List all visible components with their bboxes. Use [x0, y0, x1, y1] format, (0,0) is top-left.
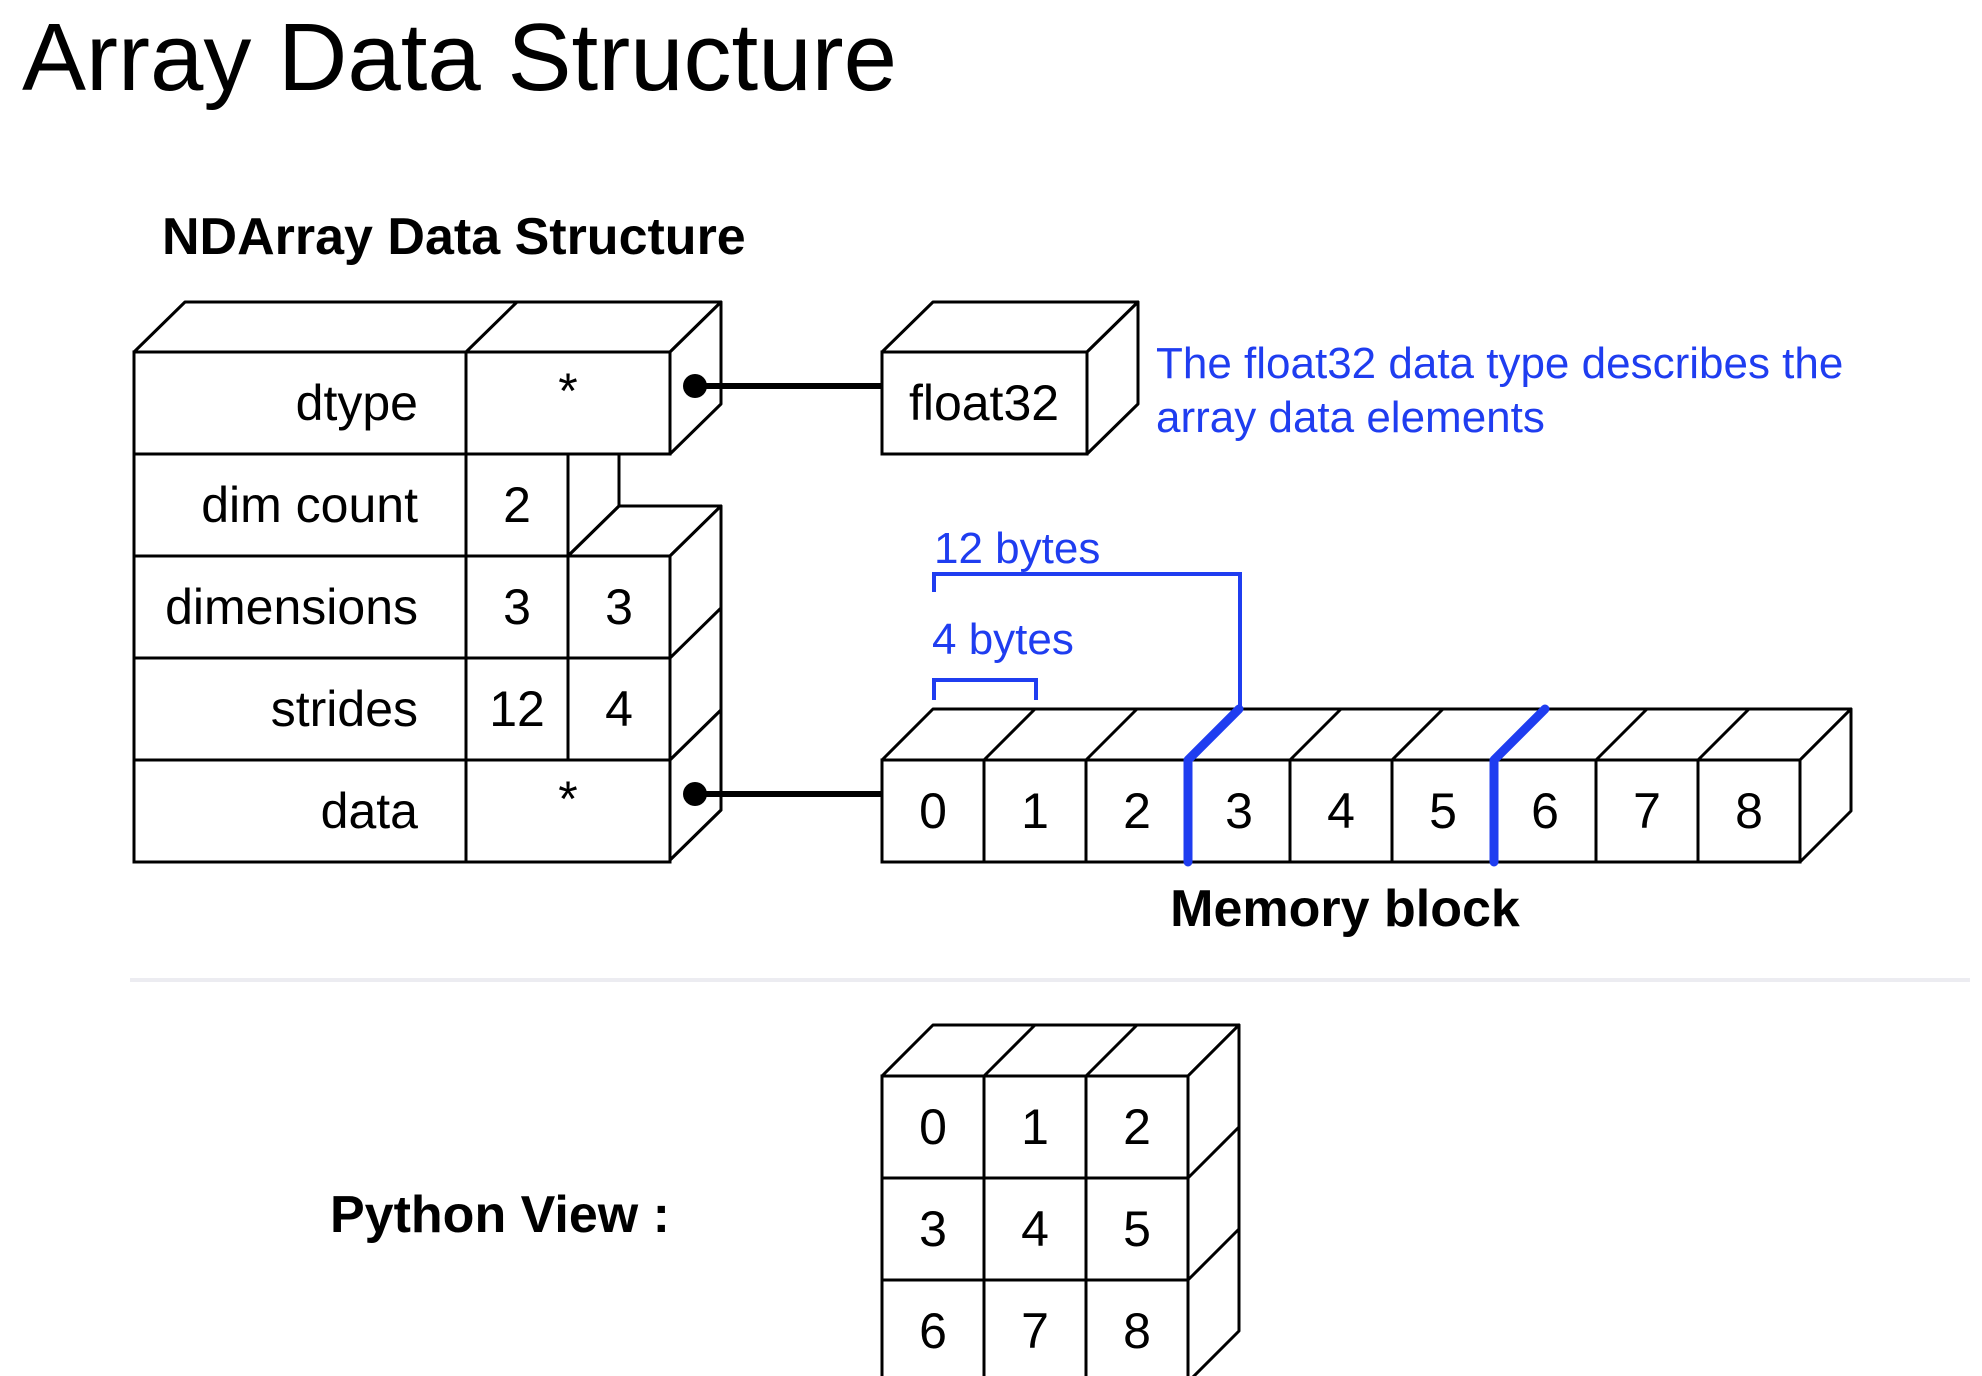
memory-block: 0 1 2 3 4 5 6 7 8: [880, 704, 1853, 867]
col-stride-bracket: [932, 678, 1038, 700]
python-grid-cell: [880, 1176, 986, 1282]
python-grid-cell-value: 4: [1021, 1201, 1049, 1257]
python-grid-cell-value: 2: [1123, 1099, 1151, 1155]
memory-top-edge: [1390, 707, 1445, 762]
python-grid-cell-value: 7: [1021, 1303, 1049, 1359]
memory-cell-value: 2: [1123, 783, 1151, 839]
row-strides-value-1: 4: [605, 681, 633, 737]
row-dimensions-label: dimensions: [165, 579, 418, 635]
memory-cell: [1084, 758, 1190, 864]
memory-cell: [1492, 758, 1598, 864]
memory-top-edge: [982, 707, 1037, 762]
memory-cell-value: 3: [1225, 783, 1253, 839]
row-dimensions-value-1: 3: [605, 579, 633, 635]
row-stride-label: 12 bytes: [934, 524, 1100, 573]
python-grid-cell-value: 3: [919, 1201, 947, 1257]
memory-cell: [1186, 758, 1292, 864]
python-grid-cell-value: 0: [919, 1099, 947, 1155]
python-grid-cell-value: 5: [1123, 1201, 1151, 1257]
python-grid-cell: [1084, 1278, 1190, 1376]
ndarray-heading: NDArray Data Structure: [162, 208, 746, 266]
row-strides-value-cell-0: [464, 656, 570, 762]
row-strides-label: strides: [271, 681, 418, 737]
python-grid-top-edge: [1084, 1023, 1139, 1078]
row-stride-bracket: [932, 572, 1242, 708]
memory-cell-value: 7: [1633, 783, 1661, 839]
ndarray-table: dtype dim count dimensions strides data …: [132, 300, 723, 864]
row-data-label: data: [321, 783, 419, 839]
memory-cell-value: 5: [1429, 783, 1457, 839]
row-dimensions-value-0: 3: [503, 579, 531, 635]
dtype-connector-dot: [683, 374, 707, 398]
dtype-note-line2: array data elements: [1156, 393, 1545, 442]
row-strides-value-cell-1: [566, 656, 672, 762]
row-dimcount-value: 2: [503, 477, 531, 533]
data-connector-dot: [683, 782, 707, 806]
row-dimcount-label: dim count: [201, 477, 418, 533]
python-grid-side-edge: [1186, 1227, 1241, 1282]
memory-block-caption: Memory block: [1170, 880, 1520, 938]
memory-cell: [1594, 758, 1700, 864]
memory-top-edge: [1594, 707, 1649, 762]
python-grid-cell: [982, 1176, 1088, 1282]
row-dimcount-value-cell: [464, 452, 570, 558]
memory-cell-value: 6: [1531, 783, 1559, 839]
python-grid-cell-value: 8: [1123, 1303, 1151, 1359]
row-data-label-cell: [132, 758, 468, 864]
row-dtype-pointer: *: [558, 363, 577, 419]
python-grid-top-edge: [982, 1023, 1037, 1078]
memory-cell: [1390, 758, 1496, 864]
python-view-grid: 0 1 2 3 4 5 6 7 8: [880, 1023, 1241, 1376]
row-dtype-value-cell: [464, 350, 672, 456]
row-dtype-label: dtype: [296, 375, 418, 431]
row-strides-value-0: 12: [489, 681, 545, 737]
python-grid-cell-value: 1: [1021, 1099, 1049, 1155]
memory-cell: [1696, 758, 1802, 864]
page-title: Array Data Structure: [22, 4, 897, 111]
row-dtype-label-cell: [132, 350, 468, 456]
memory-cell-value: 0: [919, 783, 947, 839]
python-grid-side-face: [1186, 1023, 1241, 1376]
ndarray-top-face: [132, 300, 723, 354]
memory-top-edge: [1696, 707, 1751, 762]
python-grid-cell-value: 6: [919, 1303, 947, 1359]
row-dimensions-value-cell-1: [566, 554, 672, 660]
python-view-label: Python View :: [330, 1186, 670, 1244]
python-grid-side-edge: [1186, 1125, 1241, 1180]
python-grid-top-face: [880, 1023, 1241, 1078]
memory-cell-value: 1: [1021, 783, 1049, 839]
python-grid-cell: [982, 1278, 1088, 1376]
dtype-note-line1: The float32 data type describes the: [1156, 339, 1843, 388]
row-boundary-marker: [1489, 704, 1550, 867]
memory-cell-value: 8: [1735, 783, 1763, 839]
memory-top-edge: [1084, 707, 1139, 762]
row-data-pointer: *: [558, 771, 577, 827]
dtype-box-label: float32: [909, 375, 1059, 431]
memory-top-edge: [1288, 707, 1343, 762]
memory-cell-value: 4: [1327, 783, 1355, 839]
row-dimcount-label-cell: [132, 452, 468, 558]
dtype-box: float32: [880, 300, 1140, 456]
col-stride-label: 4 bytes: [932, 615, 1074, 664]
row-boundary-marker: [1183, 704, 1244, 867]
